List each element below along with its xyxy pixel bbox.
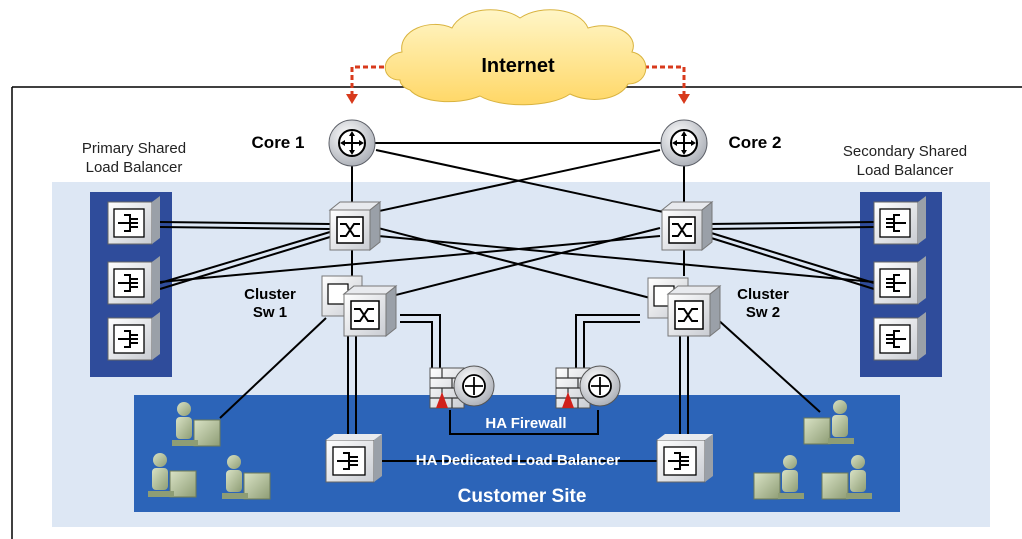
secondary-lb-label-line2: Load Balancer (857, 162, 954, 179)
cluster-switch1-icon (321, 275, 398, 338)
secondary-lb-unit-2-icon (873, 256, 926, 305)
primary-lb-label-line1: Primary Shared (82, 140, 186, 157)
user-workstation-5-icon (753, 455, 804, 500)
internet-cloud (384, 9, 647, 106)
user-workstation-1-icon (172, 402, 221, 447)
ha-firewall-label: HA Firewall (485, 415, 566, 432)
ha-dedicated-lb-label: HA Dedicated Load Balancer (416, 452, 621, 469)
user-workstation-4-icon (803, 400, 854, 445)
cluster-switch2-icon (647, 277, 722, 338)
secondary-lb-unit-1-icon (873, 196, 926, 245)
core1-router-icon (328, 119, 376, 167)
secondary-lb-unit-3-icon (873, 312, 926, 361)
internet-links (350, 65, 686, 96)
dedicated-lb-left-icon (325, 434, 382, 483)
internet-label: Internet (481, 55, 555, 77)
cluster1-label-line2: Sw 1 (253, 304, 287, 321)
core1-label: Core 1 (252, 133, 305, 152)
user-workstation-3-icon (222, 455, 271, 500)
core2-router-icon (660, 119, 708, 167)
primary-lb-unit-3-icon (107, 312, 160, 361)
customer-site-label: Customer Site (458, 486, 587, 507)
switch2-icon (660, 200, 714, 252)
user-workstation-6-icon (821, 455, 872, 500)
switch1-icon (328, 200, 382, 252)
ha-firewall-left-icon (429, 365, 495, 409)
primary-lb-unit-1-icon (107, 196, 160, 245)
primary-lb-unit-2-icon (107, 256, 160, 305)
cluster2-label-line1: Cluster (737, 286, 789, 303)
secondary-lb-label-line1: Secondary Shared (843, 143, 967, 160)
cluster1-label-line1: Cluster (244, 286, 296, 303)
ha-firewall-right-icon (555, 365, 621, 409)
core2-label: Core 2 (729, 133, 782, 152)
connection-lines (159, 142, 875, 462)
user-workstation-2-icon (148, 453, 197, 498)
dedicated-lb-right-icon (656, 434, 713, 483)
primary-lb-label-line2: Load Balancer (86, 159, 183, 176)
cluster2-label-line2: Sw 2 (746, 304, 780, 321)
